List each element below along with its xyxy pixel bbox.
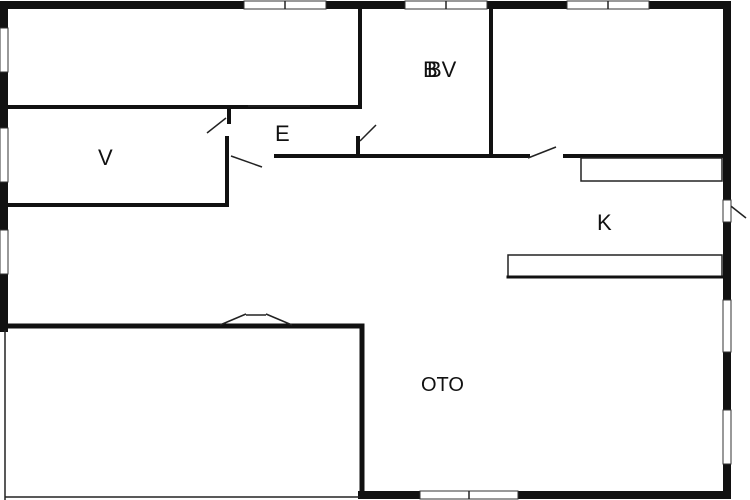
kitchen-counter-upper [580, 157, 723, 182]
door-v [206, 117, 227, 134]
door-bv-hall [527, 146, 557, 159]
room-label-v: V [98, 145, 113, 170]
window-right-door [722, 199, 732, 223]
window-left-2 [0, 127, 9, 183]
window-left-3 [0, 229, 9, 275]
door-garage-left [219, 313, 247, 326]
door-e [359, 124, 377, 142]
room-label-e: E [275, 121, 290, 146]
door-v-lower [230, 155, 263, 168]
window-left-1 [0, 27, 9, 73]
window-right-1 [722, 299, 732, 353]
doors [206, 105, 747, 326]
room-label-bv: BV [427, 57, 457, 82]
kitchen-counters [506, 157, 726, 279]
room-label-bv-overlap: B [423, 57, 438, 82]
room-labels: B BV E V K OTO [98, 57, 612, 396]
windows [0, 0, 732, 500]
kitchen-counter-lower [507, 254, 723, 278]
window-right-2 [722, 409, 732, 465]
door-garage-right [265, 313, 293, 326]
exterior-walls [0, 1, 731, 500]
room-label-k: K [597, 210, 612, 235]
interior-walls [6, 6, 724, 207]
room-label-oto: OTO [421, 374, 464, 396]
